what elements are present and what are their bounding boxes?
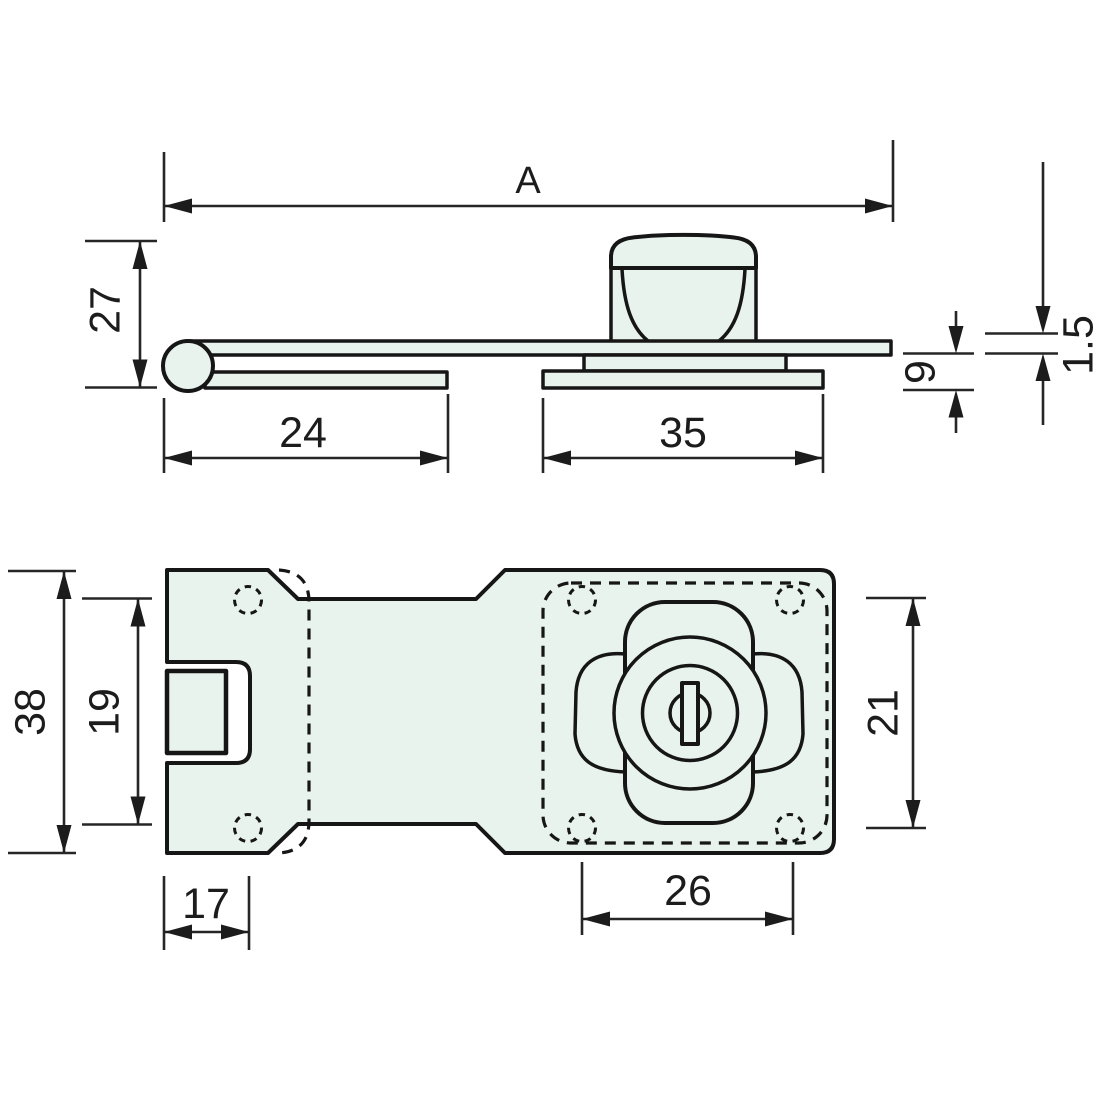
dim-label-lock-base-length: 35: [659, 409, 707, 457]
dim-hole-spacing-horizontal: 26: [580, 862, 795, 935]
knob-cap: [609, 232, 758, 270]
screw-hole: [775, 813, 805, 843]
strap-plate-side: [188, 339, 893, 357]
screw-hole: [775, 585, 805, 615]
dim-label-hinge-plate-length: 24: [279, 409, 327, 457]
keyway-slot: [680, 681, 700, 746]
dim-label-overall-height: 27: [81, 286, 129, 334]
dim-label-slot-length: 17: [182, 880, 230, 928]
arrowhead: [865, 198, 893, 214]
dim-overall-height: 27: [81, 239, 157, 389]
dim-label-plate-width: 38: [6, 688, 54, 736]
arrowhead: [905, 800, 921, 828]
arrowhead: [130, 796, 146, 825]
lock-knob-plan: [573, 600, 805, 825]
cylinder-face-circle: [640, 663, 740, 763]
plan-view: 38 19 21 17: [6, 568, 926, 950]
knob-wing-right: [750, 651, 805, 774]
dim-strap-width: 19: [80, 597, 152, 826]
knob-neck-fill: [611, 266, 756, 341]
arrowhead: [905, 598, 921, 626]
arrowhead: [1035, 306, 1051, 334]
arrowhead: [543, 450, 571, 466]
hinge-leaf-plate-side: [203, 370, 449, 390]
arrowhead: [164, 924, 192, 940]
knob-neck-curve-left: [620, 267, 650, 343]
arrowhead: [164, 198, 192, 214]
dim-lock-base-length: 35: [541, 394, 825, 473]
arrowhead: [56, 571, 72, 599]
dim-slot-length: 17: [162, 876, 251, 950]
arrowhead: [948, 390, 964, 418]
hinge-knuckle: [161, 339, 215, 393]
dim-strap-thickness: 1.5: [985, 162, 1100, 425]
arrowhead: [164, 450, 192, 466]
dim-plate-width: 38: [6, 569, 76, 855]
arrowhead: [765, 911, 793, 927]
screw-hole: [567, 585, 597, 615]
dim-body-depth: 9: [896, 311, 974, 433]
arrowhead: [420, 450, 448, 466]
dim-hinge-plate-length: 24: [162, 394, 450, 473]
arrowhead: [132, 241, 148, 269]
dim-label-strap-width: 19: [80, 688, 128, 736]
screw-hole: [233, 585, 263, 615]
arrowhead: [130, 598, 146, 627]
staple-tongue: [164, 668, 229, 756]
screw-hole: [233, 813, 263, 843]
lock-knob-side: [609, 232, 758, 343]
arrowhead: [948, 326, 964, 354]
screw-hole: [567, 813, 597, 843]
dim-label-overall-length: A: [515, 160, 541, 202]
arrowhead: [56, 825, 72, 853]
arrowhead: [582, 911, 610, 927]
arrowhead: [795, 450, 823, 466]
dim-label-hole-spacing-vertical: 21: [859, 689, 907, 737]
arrowhead: [1035, 353, 1051, 381]
lock-housing-hidden-outline: [541, 581, 829, 845]
dim-overall-length: A: [162, 140, 895, 222]
dim-label-body-depth: 9: [896, 360, 944, 384]
arrowhead: [132, 359, 148, 388]
dim-label-hole-spacing-horizontal: 26: [664, 867, 712, 915]
lock-base-plate-side: [541, 369, 825, 390]
arrowhead: [221, 924, 249, 940]
bend-hidden-line: [278, 568, 311, 855]
knob-wing-left: [573, 651, 628, 774]
spacer-plate-side: [582, 353, 788, 373]
knob-neck-curve-right: [717, 267, 747, 343]
dim-hole-spacing-vertical: 21: [859, 596, 926, 830]
side-view: A 27 24 35: [81, 140, 1100, 473]
dim-label-strap-thickness: 1.5: [1054, 315, 1100, 375]
